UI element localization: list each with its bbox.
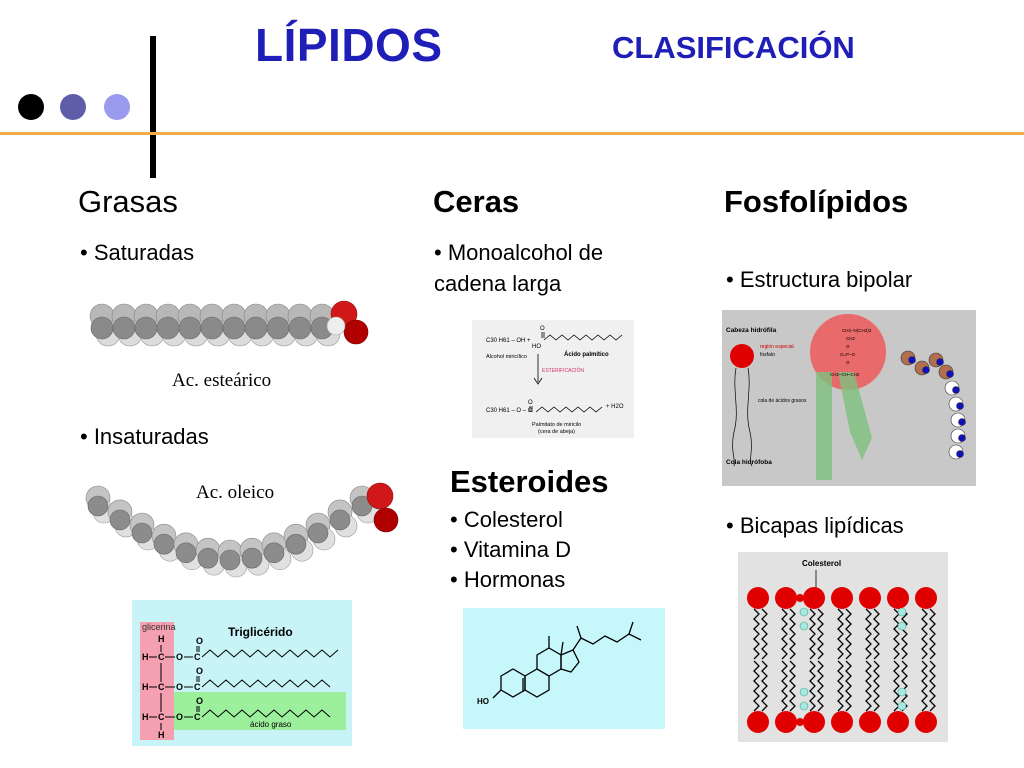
hydrophilic-head-label: Cabeza hidrófila: [726, 327, 777, 334]
ceras-heading: Ceras: [433, 184, 520, 219]
svg-text:O: O: [176, 652, 183, 662]
page-subtitle: CLASIFICACIÓN: [612, 30, 855, 65]
bullet-dot-purple: [60, 94, 86, 120]
oleic-acid-label: Ac. oleico: [196, 482, 275, 503]
svg-text:C: C: [158, 652, 165, 662]
stearic-acid-label: Ac. esteárico: [172, 370, 272, 391]
fatty-acid-tails-label: cola de ácidos grasos: [758, 398, 807, 404]
esteroides-heading: Esteroides: [450, 464, 609, 499]
svg-text:C: C: [158, 682, 165, 692]
myricyl-alcohol-formula: C30 H61 – OH +: [486, 338, 531, 344]
grasas-heading: Grasas: [78, 184, 178, 219]
saturadas-item: • Saturadas: [80, 240, 195, 265]
svg-text:H: H: [158, 634, 165, 644]
ceras-item-line1: • Monoalcohol de: [434, 240, 604, 265]
svg-text:C: C: [194, 652, 201, 662]
palmitic-acid-name: Ácido palmítico: [564, 351, 609, 358]
product-formula: C30 H61 – O – C: [486, 408, 533, 414]
vertical-divider: [150, 36, 156, 178]
svg-text:O: O: [846, 360, 850, 365]
cholesterol-structure: HO: [463, 608, 665, 729]
ceras-item-line2: cadena larga: [434, 271, 562, 296]
svg-text:HO: HO: [532, 344, 541, 350]
svg-text:C: C: [158, 712, 165, 722]
esteroides-item-vitamina-d: • Vitamina D: [450, 537, 572, 562]
svg-text:O: O: [176, 712, 183, 722]
fosfolipidos-heading: Fosfolípidos: [724, 184, 909, 219]
myricyl-palmitate-name: Palmitato de miricilo: [532, 422, 581, 428]
insaturadas-item: • Insaturadas: [80, 424, 209, 449]
water-label: + H2O: [606, 404, 624, 410]
svg-text:C: C: [194, 712, 201, 722]
esterification-label: ESTERIFICACIÓN: [542, 367, 584, 374]
phospholipid-diagram: Cabeza hidrófila región especial fosfato…: [722, 310, 976, 486]
esteroides-item-colesterol: • Colesterol: [450, 507, 563, 532]
svg-text:O: O: [540, 326, 545, 332]
svg-text:H: H: [142, 682, 149, 692]
triglyceride-title: Triglicérido: [228, 625, 293, 639]
page-title: LÍPIDOS: [255, 19, 443, 71]
beeswax-note: (cera de abeja): [538, 429, 575, 435]
svg-text:H: H: [142, 652, 149, 662]
svg-text:O=P–O: O=P–O: [840, 352, 856, 357]
phosphate-label: fosfato: [760, 352, 775, 358]
svg-text:O: O: [846, 344, 850, 349]
horizontal-divider: [0, 132, 1024, 135]
bullet-dot-lavender: [104, 94, 130, 120]
oleic-acid-molecule: [85, 482, 399, 578]
bullet-dot-black: [18, 94, 44, 120]
svg-text:O: O: [528, 400, 533, 406]
glycerol-label: glicerina: [142, 622, 176, 632]
svg-text:CH2–N(CH3)3: CH2–N(CH3)3: [842, 328, 872, 333]
svg-text:H: H: [142, 712, 149, 722]
svg-text:H: H: [158, 730, 165, 740]
bicapas-item: • Bicapas lipídicas: [726, 513, 904, 538]
svg-text:O: O: [176, 682, 183, 692]
myricyl-alcohol-name: Alcohol miricílico: [486, 354, 527, 360]
estructura-bipolar-item: • Estructura bipolar: [726, 267, 913, 292]
special-region-label: región especial: [760, 344, 794, 350]
fatty-acid-label: ácido graso: [250, 720, 292, 729]
svg-text:CH2–CH–CH2: CH2–CH–CH2: [830, 372, 860, 377]
svg-text:C: C: [194, 682, 201, 692]
hydroxyl-label: HO: [477, 697, 489, 706]
wax-ester-diagram: C30 H61 – OH + Alcohol miricílico O HO Á…: [472, 320, 634, 438]
lipid-bilayer-diagram: Colesterol: [738, 552, 948, 742]
hydrophobic-tail-label: Cola hidrófoba: [726, 459, 772, 466]
svg-text:O: O: [196, 636, 203, 646]
cholesterol-label: Colesterol: [802, 559, 841, 568]
esteroides-item-hormonas: • Hormonas: [450, 567, 566, 592]
svg-text:O: O: [196, 696, 203, 706]
stearic-acid-molecule: [89, 300, 369, 347]
svg-text:CH2: CH2: [846, 336, 855, 341]
svg-text:O: O: [196, 666, 203, 676]
